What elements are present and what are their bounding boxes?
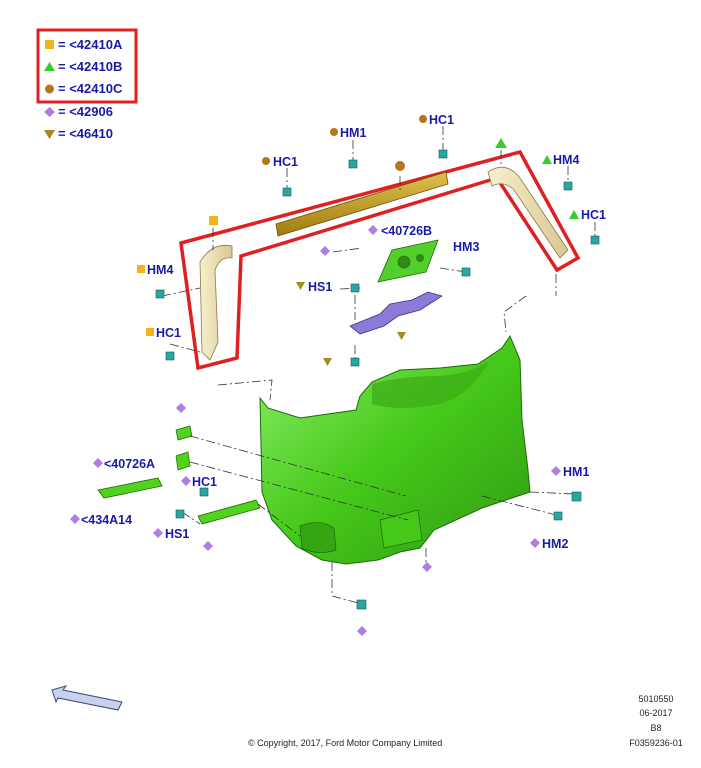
callout-hc1-right: HC1 — [581, 208, 606, 222]
clip-hc1-left — [282, 187, 292, 197]
clip-bottom — [356, 599, 367, 610]
triangle-down-icon — [44, 130, 55, 139]
diamond-icon — [44, 107, 55, 117]
callout-hm4-right: HM4 — [553, 153, 579, 167]
clip-hc1-top — [438, 149, 448, 159]
handle-bracket — [197, 499, 261, 525]
panel-lower-pocket — [379, 509, 423, 549]
square-icon — [146, 328, 154, 336]
footer-code-1: 5010550 — [638, 694, 673, 704]
diamond-icon — [530, 538, 540, 548]
legend-item-46410: = <46410 — [58, 126, 113, 141]
clip-hc1-mid — [199, 487, 209, 497]
legend-highlight-box — [36, 28, 138, 104]
legend-item-42410a: = <42410A — [58, 37, 123, 52]
bracket-40726a — [175, 451, 191, 471]
square-icon — [137, 265, 145, 273]
upper-trim-bar — [275, 171, 449, 237]
clip-hc1-right — [590, 235, 600, 245]
diamond-icon — [422, 562, 432, 572]
callout-hm1-lower: HM1 — [563, 465, 589, 479]
clip-46410 — [350, 357, 360, 367]
triangle-icon — [569, 210, 579, 219]
diamond-icon — [357, 626, 367, 636]
callout-434a14: <434A14 — [81, 513, 132, 527]
center-latch-bracket — [349, 291, 443, 335]
clip-hm4-left — [155, 289, 165, 299]
diamond-icon — [153, 528, 163, 538]
callout-hm2: HM2 — [542, 537, 568, 551]
left-pillar-trim — [199, 244, 233, 361]
clip-hs1-lower — [175, 509, 185, 519]
circle-icon — [262, 157, 270, 165]
clip-hm1-top — [348, 159, 358, 169]
clip-hm4-right — [563, 181, 573, 191]
callout-hs1-mid: HS1 — [308, 280, 332, 294]
circle-icon — [419, 115, 427, 123]
fasteners — [155, 149, 600, 610]
triangle-icon — [44, 62, 55, 71]
callout-hc1-lower: HC1 — [192, 475, 217, 489]
triangle-icon — [542, 155, 552, 164]
footer-code-3: F0359236-01 — [629, 738, 683, 748]
square-icon — [45, 40, 54, 49]
diamond-icon — [93, 458, 103, 468]
panel-handle-pocket — [299, 522, 337, 553]
square-icon — [209, 216, 218, 225]
leader-lines — [161, 126, 596, 605]
bracket-hole — [416, 254, 424, 262]
callout-40726b: <40726B — [381, 224, 432, 238]
callout-labels: HM1 HC1 HC1 HM4 HC1 <40726B HM3 HM4 HS1 … — [81, 113, 606, 551]
right-pillar-trim — [487, 166, 569, 259]
diamond-icon — [181, 476, 191, 486]
clip-hm2 — [553, 511, 563, 521]
diamond-icon — [203, 541, 213, 551]
pull-handle-434a14 — [97, 477, 163, 499]
callout-symbols — [70, 115, 579, 636]
callout-hm4-left: HM4 — [147, 263, 173, 277]
footer-code-2: B8 — [650, 723, 661, 733]
callout-hc1-topleft: HC1 — [273, 155, 298, 169]
clip-hm1-lower — [571, 491, 582, 502]
diamond-icon — [368, 225, 378, 235]
diamond-icon — [551, 466, 561, 476]
footer-date: 06-2017 — [639, 708, 672, 718]
clip-hs1 — [350, 283, 360, 293]
bracket-hole — [397, 255, 411, 269]
legend-item-42410b: = <42410B — [58, 59, 122, 74]
triangle-down-icon — [296, 282, 305, 290]
triangle-down-icon — [397, 332, 406, 340]
legend-item-42906: = <42906 — [58, 104, 113, 119]
circle-icon — [395, 161, 405, 171]
small-bracket — [175, 425, 193, 441]
panel-recess — [372, 360, 490, 408]
callout-hc1-topright: HC1 — [429, 113, 454, 127]
legend: = <42410A = <42410B = <42410C = <42906 =… — [36, 28, 138, 141]
circle-icon — [45, 84, 54, 94]
clip-hc1-lower-left — [165, 351, 175, 361]
triangle-down-icon — [323, 358, 332, 366]
triangle-icon — [495, 138, 507, 148]
callout-hs1-lower: HS1 — [165, 527, 189, 541]
diamond-icon — [176, 403, 186, 413]
legend-item-42410c: = <42410C — [58, 81, 123, 96]
circle-icon — [330, 128, 338, 136]
callout-hm1-top: HM1 — [340, 126, 366, 140]
callout-hc1-left: HC1 — [156, 326, 181, 340]
clip-hm3 — [461, 267, 471, 277]
callout-hm3: HM3 — [453, 240, 479, 254]
diamond-icon — [320, 246, 330, 256]
diamond-icon — [70, 514, 80, 524]
copyright-text: © Copyright, 2017, Ford Motor Company Li… — [248, 738, 442, 748]
vehicle-front-arrow-icon — [51, 685, 123, 711]
callout-40726a: <40726A — [104, 457, 155, 471]
